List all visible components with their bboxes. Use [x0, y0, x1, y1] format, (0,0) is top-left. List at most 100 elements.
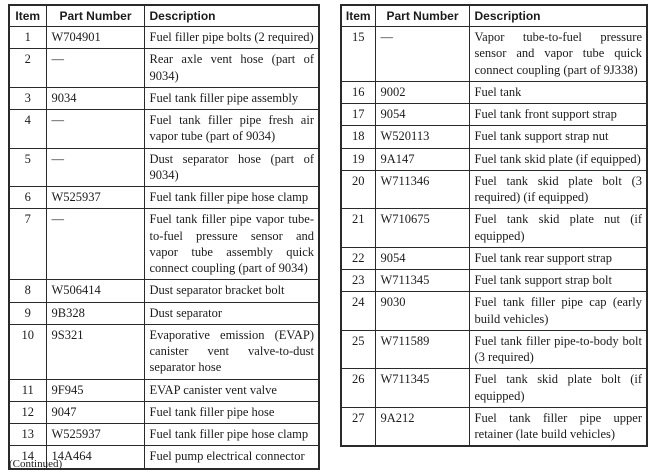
part-number-column-header: Part Number [374, 4, 470, 27]
description-cell: Fuel tank skid plate nut (if equipped) [468, 208, 648, 248]
part-number-cell: 9B328 [45, 301, 145, 325]
description-cell: Fuel tank support strap nut [468, 125, 648, 149]
part-number-cell: W711345 [374, 368, 470, 408]
table-row: 2—Rear axle vent hose (part of 9034) [8, 48, 320, 88]
item-cell: 17 [340, 102, 376, 127]
item-cell: 25 [340, 329, 376, 370]
item-cell: 11 [8, 378, 47, 402]
description-cell: Fuel pump electrical connector [143, 445, 320, 469]
part-number-cell: 9A212 [374, 406, 470, 447]
description-cell: Fuel tank support strap bolt [468, 268, 648, 293]
parts-table-right-body: 15—Vapor tube-to-fuel pressure sensor an… [340, 26, 648, 447]
part-number-cell: 9F945 [45, 378, 145, 402]
description-cell: Fuel tank [468, 80, 648, 105]
item-cell: 16 [340, 80, 376, 105]
part-number-cell: — [45, 48, 145, 88]
item-cell: 12 [8, 400, 47, 425]
item-cell: 26 [340, 368, 376, 408]
description-cell: Fuel tank skid plate bolt (3 required) (… [468, 169, 648, 210]
description-cell: EVAP canister vent valve [143, 378, 320, 402]
item-cell: 23 [340, 268, 376, 293]
part-number-cell: — [45, 147, 145, 187]
part-number-cell: 9047 [45, 400, 145, 425]
item-cell: 3 [8, 86, 47, 111]
description-cell: Fuel tank filler pipe assembly [143, 86, 320, 111]
continued-label: (Continued) [9, 458, 63, 470]
item-cell: 14 [8, 445, 47, 469]
item-cell: 9 [8, 301, 47, 325]
table-row: 15—Vapor tube-to-fuel pressure sensor an… [340, 26, 648, 82]
part-number-cell: W506414 [45, 279, 145, 303]
item-cell: 21 [340, 208, 376, 248]
item-cell: 19 [340, 147, 376, 171]
part-number-cell: — [45, 109, 145, 149]
description-cell: Fuel tank rear support strap [468, 246, 648, 271]
part-number-cell: — [374, 26, 470, 82]
part-number-cell: 9054 [374, 102, 470, 127]
description-cell: Rear axle vent hose (part of 9034) [143, 48, 320, 88]
description-cell: Evaporative emission (EVAP) canister ven… [143, 323, 320, 380]
item-cell: 4 [8, 109, 47, 149]
description-cell: Dust separator [143, 301, 320, 325]
part-number-cell: W520113 [374, 125, 470, 149]
part-number-cell: W711346 [374, 169, 470, 210]
item-column-header: Item [340, 4, 376, 27]
part-number-cell: 9054 [374, 246, 470, 271]
description-column-header: Description [468, 4, 648, 27]
item-cell: 8 [8, 279, 47, 303]
part-number-cell: W525937 [45, 422, 145, 447]
description-cell: Fuel tank skid plate (if equipped) [468, 147, 648, 171]
part-number-cell: W704901 [45, 25, 145, 50]
item-cell: 5 [8, 147, 47, 187]
part-number-column-header: Part Number [45, 4, 145, 27]
item-cell: 6 [8, 185, 47, 210]
description-cell: Fuel tank skid plate bolt (if equipped) [468, 368, 648, 408]
item-cell: 22 [340, 246, 376, 271]
item-cell: 1 [8, 25, 47, 50]
part-number-cell: W525937 [45, 185, 145, 210]
item-cell: 18 [340, 125, 376, 149]
description-column-header: Description [143, 4, 320, 27]
description-cell: Fuel tank front support strap [468, 102, 648, 127]
description-cell: Fuel tank filler pipe hose clamp [143, 422, 320, 447]
part-number-cell: W710675 [374, 208, 470, 248]
parts-table-right-wrap: Item Part Number Description 15—Vapor tu… [340, 4, 648, 448]
description-cell: Fuel tank filler pipe vapor tube-to-fuel… [143, 208, 320, 281]
item-cell: 15 [340, 26, 376, 82]
item-cell: 27 [340, 406, 376, 447]
item-cell: 13 [8, 422, 47, 447]
description-cell: Fuel tank filler pipe-to-body bolt (3 re… [468, 329, 648, 370]
part-number-cell: 9002 [374, 80, 470, 105]
description-cell: Fuel tank filler pipe upper retainer (la… [468, 406, 648, 447]
item-column-header: Item [8, 4, 47, 27]
header-row: Item Part Number Description [8, 4, 320, 27]
part-number-cell: 9030 [374, 291, 470, 331]
table-row: 7—Fuel tank filler pipe vapor tube-to-fu… [8, 208, 320, 281]
item-cell: 7 [8, 208, 47, 281]
part-number-cell: 9034 [45, 86, 145, 111]
parts-table-right: Item Part Number Description 15—Vapor tu… [340, 4, 648, 448]
description-cell: Vapor tube-to-fuel pressure sensor and v… [468, 26, 648, 82]
description-cell: Fuel filler pipe bolts (2 required) [143, 25, 320, 50]
